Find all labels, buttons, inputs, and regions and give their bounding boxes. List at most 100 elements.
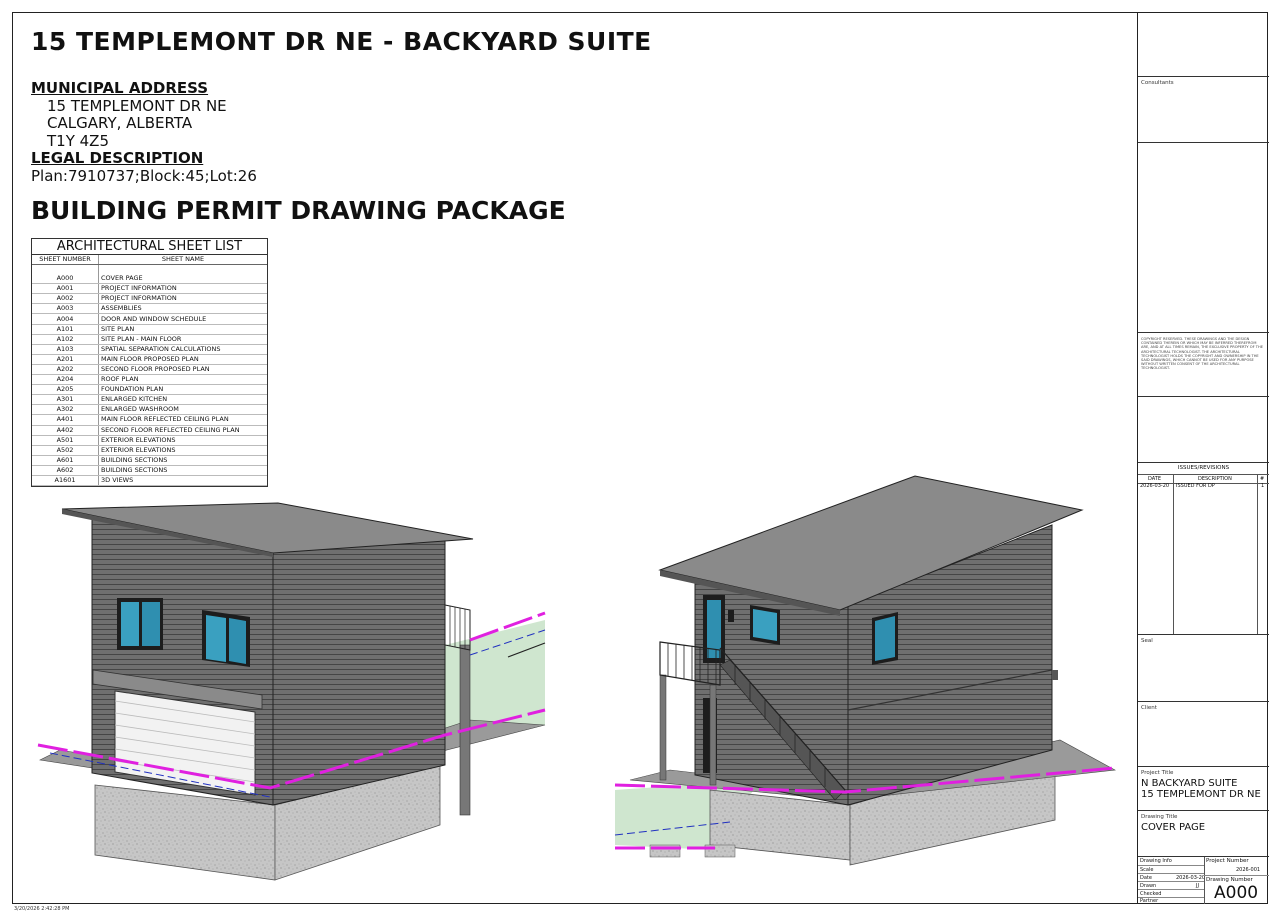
tb-blank-area bbox=[1138, 143, 1269, 333]
sheet-number: A002 bbox=[32, 293, 99, 305]
project-title-label: Project Title bbox=[1141, 770, 1174, 776]
sheet-number: A501 bbox=[32, 435, 99, 446]
tb-drawing-info: Drawing Info Scale Date 2026-03-20 Drawn… bbox=[1138, 857, 1269, 904]
drawing-title-label: Drawing Title bbox=[1141, 814, 1178, 820]
sheet-number: A204 bbox=[32, 374, 99, 386]
3d-view-right bbox=[614, 475, 1116, 866]
sheet-name: DOOR AND WINDOW SCHEDULE bbox=[98, 313, 267, 325]
copyright-text: COPYRIGHT RESERVED. THESE DRAWINGS AND T… bbox=[1141, 337, 1263, 371]
sheet-name: MAIN FLOOR PROPOSED PLAN bbox=[98, 354, 267, 365]
sheet-number: A402 bbox=[32, 425, 99, 436]
date-label: Date bbox=[1140, 875, 1152, 881]
wall-vent bbox=[1052, 670, 1058, 680]
tb-copyright: COPYRIGHT RESERVED. THESE DRAWINGS AND T… bbox=[1138, 333, 1269, 397]
sheet-list-title: ARCHITECTURAL SHEET LIST bbox=[32, 239, 267, 255]
package-title: BUILDING PERMIT DRAWING PACKAGE bbox=[31, 196, 566, 225]
sheet-name: EXTERIOR ELEVATIONS bbox=[98, 445, 267, 456]
sheet-number: A004 bbox=[32, 313, 99, 325]
partner-label: Partner bbox=[1140, 898, 1159, 904]
seal-label: Seal bbox=[1141, 638, 1153, 644]
address-block: MUNICIPAL ADDRESS 15 TEMPLEMONT DR NE CA… bbox=[31, 79, 257, 185]
sheet-number: A1601 bbox=[32, 475, 99, 487]
date-value: 2026-03-20 bbox=[1176, 875, 1206, 881]
consultants-label: Consultants bbox=[1141, 80, 1174, 86]
deck-railing bbox=[444, 604, 471, 651]
setback-line bbox=[49, 752, 271, 798]
tb-blank-area-2 bbox=[1138, 397, 1269, 463]
setback-line-right bbox=[614, 821, 731, 836]
title-block: Consultants COPYRIGHT RESERVED. THESE DR… bbox=[1137, 12, 1269, 904]
print-timestamp: 3/20/2026 2:42:28 PM bbox=[14, 906, 70, 912]
legal-description-text: Plan:7910737;Block:45;Lot:26 bbox=[31, 166, 257, 185]
tb-drawing-title: Drawing Title COVER PAGE bbox=[1138, 811, 1269, 857]
drawing-title: COVER PAGE bbox=[1141, 822, 1206, 833]
address-line-3: T1Y 4Z5 bbox=[47, 131, 109, 150]
rev-num: 1 bbox=[1261, 483, 1265, 489]
sheet-name: SECOND FLOOR PROPOSED PLAN bbox=[98, 364, 267, 376]
address-line-1: 15 TEMPLEMONT DR NE bbox=[47, 96, 227, 115]
sheet-number: A101 bbox=[32, 324, 99, 335]
scale-label: Scale bbox=[1140, 867, 1154, 873]
sheet-number: A602 bbox=[32, 465, 99, 476]
sheet-name: ENLARGED WASHROOM bbox=[98, 404, 267, 416]
sheet-name: 3D VIEWS bbox=[98, 475, 267, 487]
roof-right bbox=[658, 475, 1084, 611]
sheet-name-header: SHEET NAME bbox=[98, 255, 267, 266]
address-line-2: CALGARY, ALBERTA bbox=[47, 114, 193, 132]
revision-row: 2026-03-20 ISSUED FOR DP 1 bbox=[1138, 482, 1269, 490]
rev-num-header: # bbox=[1260, 476, 1265, 482]
project-title: 15 TEMPLEMONT DR NE - BACKYARD SUITE bbox=[31, 27, 652, 56]
sheet-number-header: SHEET NUMBER bbox=[32, 255, 99, 266]
client-label: Client bbox=[1141, 705, 1157, 711]
project-number-label: Project Number bbox=[1206, 858, 1249, 864]
sheet-number: A302 bbox=[32, 404, 99, 416]
tb-client: Client bbox=[1138, 702, 1269, 767]
deck-post-2 bbox=[709, 684, 717, 786]
3d-view-left bbox=[37, 502, 546, 881]
deck-post-1 bbox=[659, 674, 667, 781]
project-number: 2026-001 bbox=[1236, 867, 1261, 873]
sheet-name: SPATIAL SEPARATION CALCULATIONS bbox=[98, 344, 267, 355]
revisions-table: ISSUES/REVISIONS DATE DESCRIPTION # 2026… bbox=[1138, 463, 1269, 635]
sheet-number: A601 bbox=[32, 455, 99, 466]
sheet-name: ASSEMBLIES bbox=[98, 303, 267, 315]
property-line bbox=[37, 708, 546, 790]
tb-consultants: Consultants bbox=[1138, 77, 1269, 143]
roof bbox=[61, 502, 474, 554]
tb-seal: Seal bbox=[1138, 635, 1269, 702]
sheet-number: A000 bbox=[32, 274, 99, 285]
sheet-name: ROOF PLAN bbox=[98, 374, 267, 386]
drawing-number-label: Drawing Number bbox=[1206, 877, 1253, 883]
sheet-name: PROJECT INFORMATION bbox=[98, 293, 267, 305]
sheet-number: A103 bbox=[32, 344, 99, 355]
project-title-line-1: N BACKYARD SUITE bbox=[1141, 778, 1238, 789]
right-wall bbox=[847, 524, 1053, 806]
sheet-name: MAIN FLOOR REFLECTED CEILING PLAN bbox=[98, 414, 267, 426]
sheet-number: A003 bbox=[32, 303, 99, 315]
sheet-number: A301 bbox=[32, 394, 99, 406]
legal-description-heading: LEGAL DESCRIPTION bbox=[31, 149, 204, 167]
sheet-number: A502 bbox=[32, 445, 99, 456]
garage-canopy bbox=[92, 669, 263, 710]
sheet-border bbox=[12, 12, 1268, 904]
sheet-number: A102 bbox=[32, 334, 99, 345]
sheet-name: EXTERIOR ELEVATIONS bbox=[98, 435, 267, 446]
sheet-name: ENLARGED KITCHEN bbox=[98, 394, 267, 406]
